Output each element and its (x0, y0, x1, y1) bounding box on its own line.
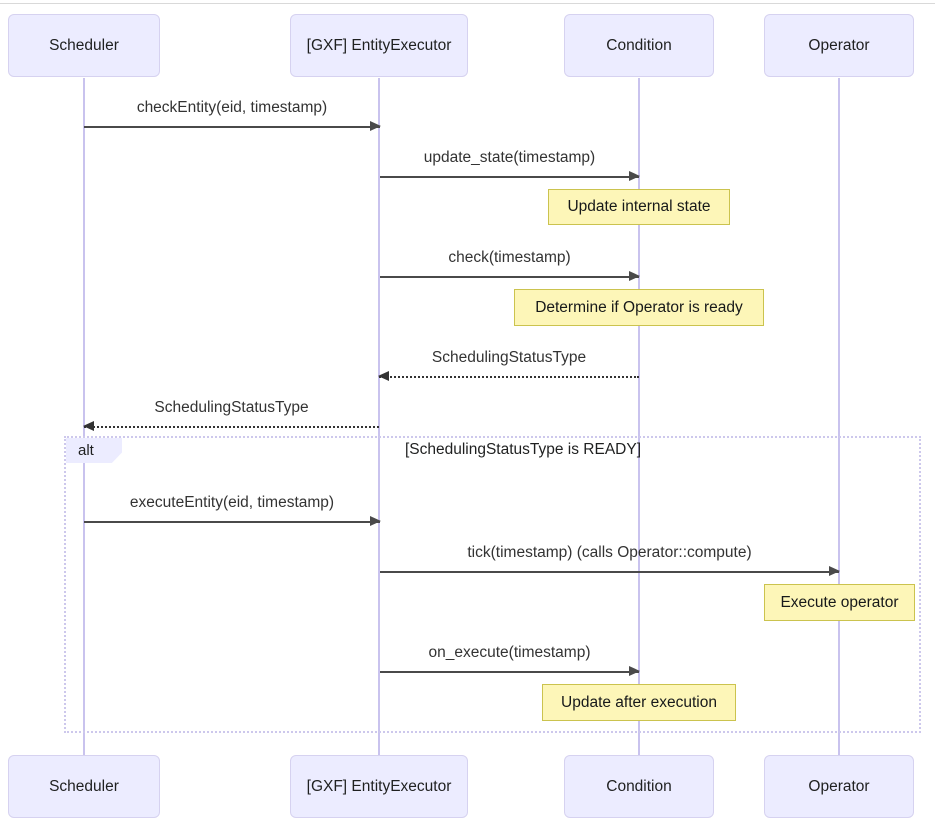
top-divider (0, 3, 935, 4)
arrowhead-right-icon (629, 271, 640, 281)
participant-label-scheduler-top: Scheduler (49, 36, 119, 54)
participant-box-entity-executor-bottom[interactable]: [GXF] EntityExecutor (290, 755, 468, 818)
message-line-on-execute (380, 671, 639, 673)
message-label-scheduling-status-type-scheduler: SchedulingStatusType (154, 399, 309, 416)
participant-box-scheduler-top[interactable]: Scheduler (8, 14, 160, 77)
lifeline-condition (638, 78, 640, 756)
message-label-executeEntity: executeEntity(eid, timestamp) (129, 494, 335, 511)
arrowhead-right-icon (629, 171, 640, 181)
message-line-tick (380, 571, 839, 573)
message-label-scheduling-status-type-condition: SchedulingStatusType (431, 349, 587, 366)
participant-box-operator-top[interactable]: Operator (764, 14, 914, 77)
participant-box-condition-bottom[interactable]: Condition (564, 755, 714, 818)
arrowhead-left-icon (83, 421, 94, 431)
participant-label-operator-bottom: Operator (808, 777, 870, 795)
alt-fragment-condition: [SchedulingStatusType is READY] (404, 441, 642, 458)
message-line-scheduling-status-type-condition (379, 376, 639, 378)
message-line-update-state (380, 176, 639, 178)
message-label-on-execute: on_execute(timestamp) (428, 644, 591, 661)
participant-label-condition-top: Condition (606, 36, 672, 54)
participant-box-scheduler-bottom[interactable]: Scheduler (8, 755, 160, 818)
arrowhead-left-icon (378, 371, 389, 381)
lifeline-scheduler (83, 78, 85, 756)
arrowhead-right-icon (370, 121, 381, 131)
message-label-tick: tick(timestamp) (calls Operator::compute… (467, 544, 752, 561)
arrowhead-right-icon (370, 516, 381, 526)
participant-label-entity-executor-top: [GXF] EntityExecutor (306, 36, 452, 54)
message-label-update-state: update_state(timestamp) (423, 149, 596, 166)
lifeline-operator (838, 78, 840, 756)
participant-box-operator-bottom[interactable]: Operator (764, 755, 914, 818)
arrowhead-right-icon (829, 566, 840, 576)
participant-label-operator-top: Operator (808, 36, 870, 54)
lifeline-entity-executor (378, 78, 380, 756)
note-execute-operator: Execute operator (764, 584, 915, 621)
arrowhead-right-icon (629, 666, 640, 676)
participant-box-condition-top[interactable]: Condition (564, 14, 714, 77)
message-line-executeEntity (84, 521, 380, 523)
participant-label-scheduler-bottom: Scheduler (49, 777, 119, 795)
message-line-checkEntity (84, 126, 380, 128)
message-line-scheduling-status-type-scheduler (84, 426, 379, 428)
alt-fragment (64, 436, 921, 733)
note-update-internal-state: Update internal state (548, 189, 730, 225)
alt-fragment-tag: alt (66, 438, 122, 463)
participant-box-entity-executor-top[interactable]: [GXF] EntityExecutor (290, 14, 468, 77)
message-label-checkEntity: checkEntity(eid, timestamp) (136, 99, 328, 116)
message-line-check (380, 276, 639, 278)
participant-label-condition-bottom: Condition (606, 777, 672, 795)
note-update-after-execution: Update after execution (542, 684, 736, 721)
participant-label-entity-executor-bottom: [GXF] EntityExecutor (306, 777, 452, 795)
message-label-check: check(timestamp) (448, 249, 571, 266)
note-determine-if-operator-is-ready: Determine if Operator is ready (514, 289, 764, 326)
